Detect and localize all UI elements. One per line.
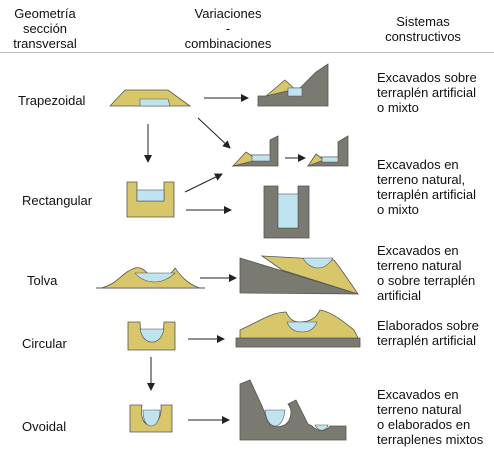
system-rectangular-line-4: o mixto <box>377 202 419 217</box>
mixed-variation-b <box>306 135 349 167</box>
system-ovoidal-line-1: Excavados en <box>377 387 459 402</box>
header-geometry-line-1: Geometría <box>14 6 76 21</box>
circular-section <box>127 321 176 351</box>
rectangular-variation-rock <box>263 185 310 239</box>
tolva-section <box>96 267 205 289</box>
row-label-circular: Circular <box>22 336 67 351</box>
system-trapezoidal-line-2: terraplén artificial <box>377 85 476 100</box>
system-ovoidal-line-2: terreno natural <box>377 402 462 417</box>
system-tolva-line-1: Excavados en <box>377 243 459 258</box>
header-variations-line-2: - <box>225 21 231 36</box>
system-tolva-line-4: artificial <box>377 288 422 303</box>
header-variations-line-3: combinaciones <box>184 36 272 51</box>
header-variations: Variaciones - combinaciones <box>178 6 278 51</box>
system-ovoidal-line-4: terraplenes mixtos <box>377 432 484 447</box>
system-tolva: Excavados en terreno natural o sobre ter… <box>377 243 475 303</box>
trapezoidal-section <box>109 89 192 107</box>
system-ovoidal: Excavados en terreno natural o elaborado… <box>377 387 483 447</box>
arrow-rectangular-up <box>184 173 223 193</box>
header-geometry-line-2: sección <box>22 21 68 36</box>
system-circular-line-2: terraplén artificial <box>377 333 476 348</box>
system-trapezoidal-line-3: o mixto <box>377 100 419 115</box>
ovoidal-variation-terrain <box>239 379 347 441</box>
circular-variation-embankment <box>235 309 361 348</box>
rectangular-section <box>126 181 175 218</box>
system-circular-line-1: Elaborados sobre <box>377 318 479 333</box>
header-variations-line-1: Variaciones <box>194 6 262 21</box>
system-trapezoidal: Excavados sobre terraplén artificial o m… <box>377 70 477 115</box>
system-ovoidal-line-3: o elaborados en <box>377 417 471 432</box>
header-geometry: Geometría sección transversal <box>8 6 82 51</box>
header-systems-line-1: Sistemas <box>396 14 450 29</box>
row-label-trapezoidal: Trapezoidal <box>18 93 86 108</box>
header-systems: Sistemas constructivos <box>368 14 478 44</box>
system-circular: Elaborados sobre terraplén artificial <box>377 318 479 348</box>
mixed-variation-a <box>231 135 279 167</box>
row-label-tolva: Tolva <box>27 273 58 288</box>
header-systems-line-2: constructivos <box>385 29 461 44</box>
trapezoidal-variation-cliff <box>257 63 329 107</box>
ovoidal-section <box>129 404 173 433</box>
system-trapezoidal-line-1: Excavados sobre <box>377 70 477 85</box>
system-tolva-line-2: terreno natural <box>377 258 462 273</box>
system-rectangular-line-3: terraplén artificial <box>377 187 476 202</box>
system-tolva-line-3: o sobre terraplén <box>377 273 476 288</box>
system-rectangular-line-2: terreno natural, <box>377 172 466 187</box>
header-divider <box>0 52 494 53</box>
row-label-ovoidal: Ovoidal <box>22 419 67 434</box>
arrow-trapezoidal-diagonal <box>197 117 231 149</box>
header-geometry-line-3: transversal <box>13 36 77 51</box>
tolva-variation-slope <box>239 255 359 295</box>
system-rectangular: Excavados en terreno natural, terraplén … <box>377 157 476 217</box>
row-label-rectangular: Rectangular <box>22 193 93 208</box>
system-rectangular-line-1: Excavados en <box>377 157 459 172</box>
